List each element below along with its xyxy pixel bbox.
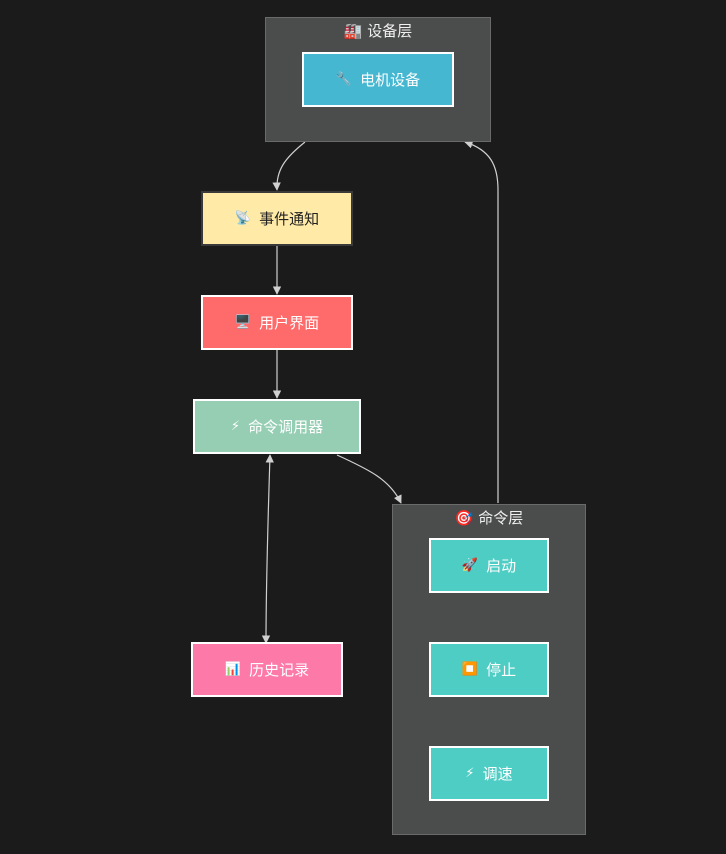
user-interface-node[interactable]: 🖥️ 用户界面: [201, 295, 353, 350]
satellite-icon: 📡: [234, 211, 252, 226]
edge-invoker-history: [261, 454, 274, 644]
lightning-icon: ⚡: [230, 419, 241, 434]
motor-label: 电机设备: [360, 71, 421, 89]
command-invoker-label: 命令调用器: [248, 418, 324, 436]
factory-icon: 🏭: [343, 22, 363, 40]
stop-label: 停止: [486, 661, 517, 679]
chart-icon: 📊: [224, 662, 242, 677]
user-interface-label: 用户界面: [259, 314, 320, 332]
history-node[interactable]: 📊 历史记录: [191, 642, 343, 697]
speed-label: 调速: [482, 765, 513, 783]
start-label: 启动: [486, 557, 517, 575]
command-layer-title: 🎯 命令层: [393, 507, 585, 529]
edge-invoker-to-command: [336, 454, 402, 504]
rocket-icon: 🚀: [461, 558, 479, 573]
lightning-icon: ⚡: [465, 766, 475, 781]
wrench-icon: 🔧: [335, 72, 353, 87]
edge-device-to-event: [272, 141, 306, 191]
motor-node[interactable]: 🔧 电机设备: [302, 52, 454, 107]
stop-command-node[interactable]: ⏹️ 停止: [429, 642, 549, 697]
command-invoker-node[interactable]: ⚡ 命令调用器: [193, 399, 361, 454]
edge-command-to-device: [464, 140, 499, 503]
command-layer-label: 命令层: [478, 509, 524, 527]
stop-icon: ⏹️: [461, 662, 479, 677]
history-label: 历史记录: [249, 661, 310, 679]
device-layer-title: 🏭 设备层: [266, 20, 490, 42]
monitor-icon: 🖥️: [234, 315, 252, 330]
event-notify-node[interactable]: 📡 事件通知: [201, 191, 353, 246]
speed-command-node[interactable]: ⚡ 调速: [429, 746, 549, 801]
target-icon: 🎯: [454, 509, 474, 527]
start-command-node[interactable]: 🚀 启动: [429, 538, 549, 593]
device-layer-label: 设备层: [367, 22, 413, 40]
event-notify-label: 事件通知: [259, 210, 320, 228]
